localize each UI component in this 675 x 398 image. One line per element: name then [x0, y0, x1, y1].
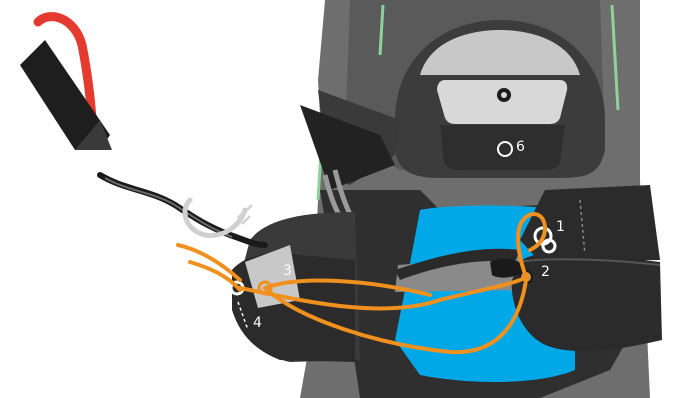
headrest-cushion	[437, 80, 568, 124]
handle-black-tip	[75, 120, 112, 150]
white-hook-dash	[237, 204, 253, 225]
cushion-strap-dark	[395, 248, 520, 280]
marker-2-label: 2	[541, 264, 550, 280]
marker-6-ring-icon	[497, 141, 513, 157]
white-hook-icon	[182, 197, 248, 238]
handle-black-sleeve	[20, 40, 110, 150]
marker-1-label: 1	[556, 219, 565, 235]
orange-cords	[176, 212, 548, 355]
orange-cord-upper	[515, 212, 548, 279]
orange-cord-ends	[176, 243, 242, 282]
headrest-top-light	[420, 30, 580, 75]
orange-cord-loop	[263, 278, 432, 297]
marker-6-label: 6	[516, 139, 525, 155]
left-pad-dash	[237, 301, 249, 331]
right-lower-pad-shape	[511, 252, 662, 352]
orange-cord-ends-2	[188, 260, 242, 292]
left-pad	[232, 212, 360, 362]
red-handle-icon	[20, 12, 112, 150]
marker-3-label: 3	[283, 263, 292, 279]
seat-trim-right	[610, 4, 620, 111]
handle-strap-highlight	[104, 177, 233, 238]
right-lower-pad	[511, 252, 662, 352]
headrest: 6	[395, 20, 605, 178]
marker-4-label: 4	[253, 315, 262, 331]
right-lower-pad-edge	[519, 258, 661, 266]
orange-cord-lower	[263, 278, 528, 355]
seat-trim-left	[378, 4, 385, 56]
orange-cord-main	[238, 276, 527, 311]
headrest-button-inner	[501, 92, 507, 98]
upper-strap-dark	[300, 105, 395, 190]
headrest-lower-panel	[440, 125, 565, 170]
buckle-connector	[490, 258, 525, 278]
